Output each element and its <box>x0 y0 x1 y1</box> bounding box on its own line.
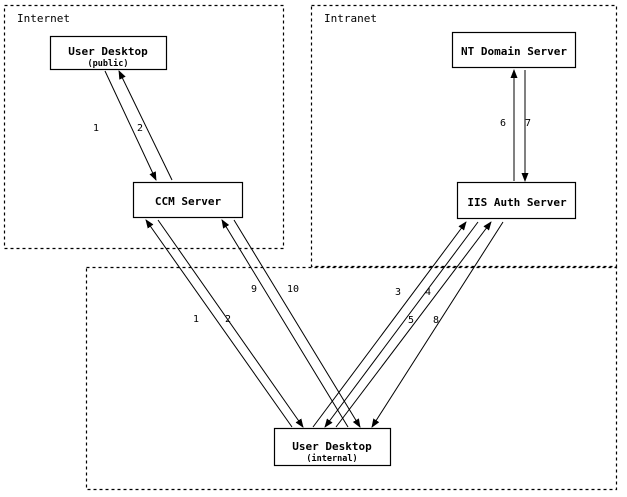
node-user-desktop-internal-title: User Desktop <box>292 440 372 453</box>
flow-line-5 <box>335 221 492 428</box>
step-label-1-internal: 1 <box>193 314 199 325</box>
step-label-4: 4 <box>425 287 431 298</box>
node-user-desktop-public[interactable]: User Desktop (public) <box>49 35 168 71</box>
zone-intranet-label: Intranet <box>324 12 377 25</box>
node-user-desktop-internal[interactable]: User Desktop (internal) <box>273 427 392 467</box>
step-label-9: 9 <box>251 284 257 295</box>
flow-line-1-internal <box>145 219 293 428</box>
step-label-2-public: 2 <box>137 123 143 134</box>
zone-internet-border <box>3 4 285 250</box>
flow-line-1-public <box>104 70 157 181</box>
node-iis-auth-server[interactable]: IIS Auth Server <box>456 181 577 220</box>
flow-line-2-internal <box>157 219 304 428</box>
zone-internet-label: Internet <box>17 12 70 25</box>
node-ccm-server-title: CCM Server <box>155 195 222 208</box>
step-label-7: 7 <box>525 118 531 129</box>
step-label-10: 10 <box>287 284 299 295</box>
step-label-6: 6 <box>500 118 506 129</box>
node-nt-domain-server-title: NT Domain Server <box>461 45 567 58</box>
step-label-2-internal: 2 <box>225 314 231 325</box>
node-ccm-server-box[interactable] <box>132 181 244 219</box>
flow-line-3 <box>312 221 467 428</box>
flow-line-4 <box>324 221 479 428</box>
node-user-desktop-public-title: User Desktop <box>68 45 148 58</box>
flow-line-2-public <box>118 70 173 181</box>
node-iis-auth-server-box[interactable] <box>456 181 577 220</box>
zone-intranet: Intranet <box>310 4 618 268</box>
step-label-3: 3 <box>395 287 401 298</box>
zone-internal <box>85 266 618 491</box>
node-user-desktop-internal-box[interactable] <box>273 427 392 467</box>
flow-line-10 <box>233 219 361 428</box>
step-label-8: 8 <box>433 315 439 326</box>
zone-internet: Internet <box>3 4 285 250</box>
flow-line-8 <box>371 221 504 428</box>
zone-internal-border <box>85 266 618 491</box>
node-ccm-server[interactable]: CCM Server <box>132 181 244 219</box>
node-user-desktop-public-box[interactable] <box>49 35 168 71</box>
step-label-1-public: 1 <box>93 123 99 134</box>
node-user-desktop-internal-subtitle: (internal) <box>306 453 357 464</box>
node-nt-domain-server[interactable]: NT Domain Server <box>451 31 577 69</box>
step-label-5: 5 <box>408 315 414 326</box>
node-iis-auth-server-title: IIS Auth Server <box>467 196 567 209</box>
zone-intranet-border <box>310 4 618 268</box>
node-user-desktop-public-subtitle: (public) <box>88 58 129 69</box>
flow-line-9 <box>221 219 349 428</box>
node-nt-domain-server-box[interactable] <box>451 31 577 69</box>
